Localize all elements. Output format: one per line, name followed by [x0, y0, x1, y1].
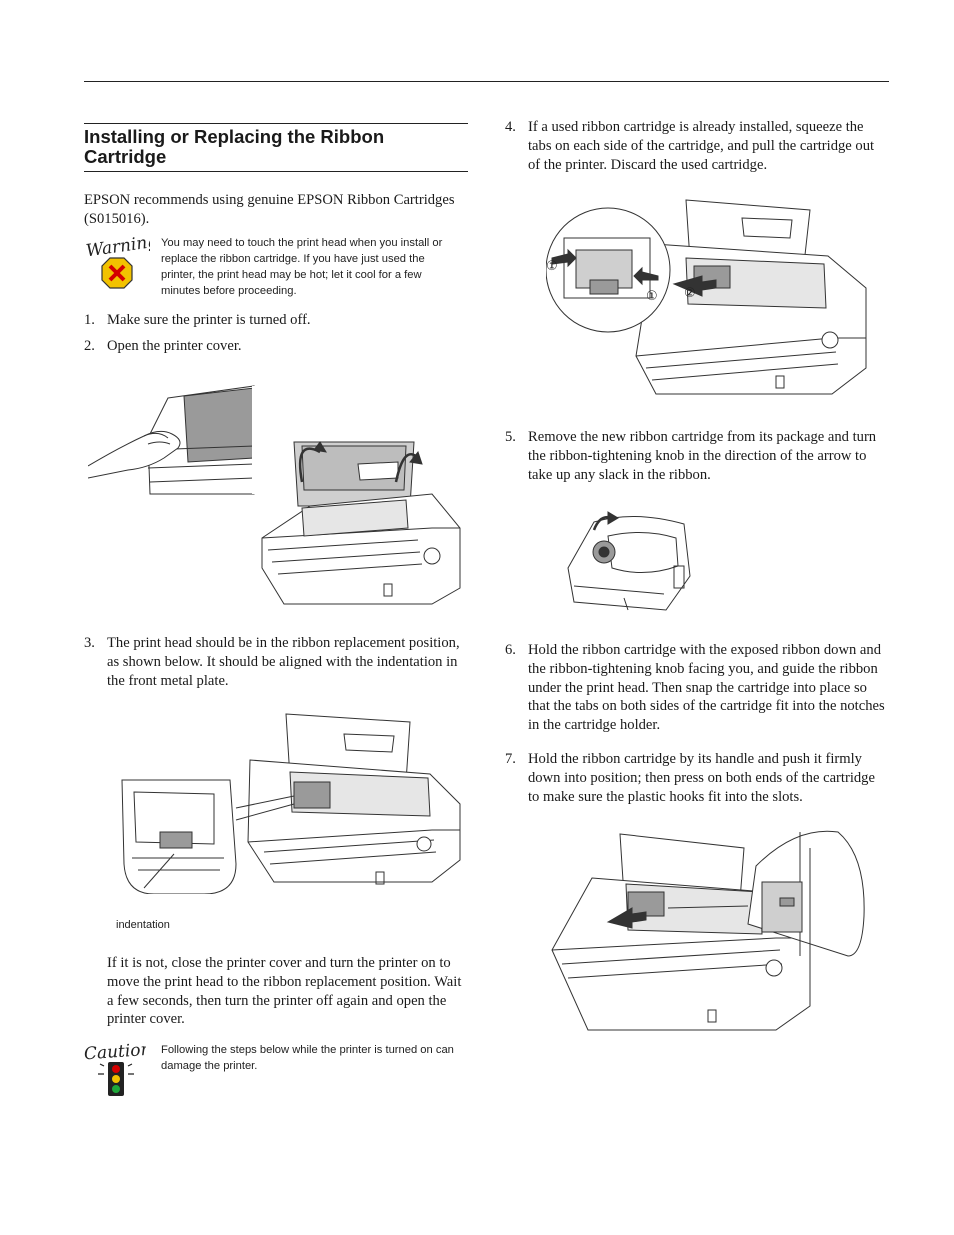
caution-icon: Caution	[84, 1038, 146, 1100]
intro-text: EPSON recommends using genuine EPSON Rib…	[84, 192, 455, 227]
callout-1-left: ①	[546, 258, 558, 273]
section-heading: Installing or Replacing the Ribbon Cartr…	[84, 123, 468, 172]
warning-script-label: Warning	[85, 234, 150, 261]
warning-icon: Warning	[84, 234, 150, 290]
figure-print-head-position	[114, 712, 464, 894]
top-rule	[84, 81, 889, 82]
callout-1-right: ①	[646, 288, 658, 303]
figure-open-cover	[88, 378, 468, 610]
figure-remove-cartridge	[546, 198, 870, 398]
figure-ribbon-cartridge	[564, 506, 696, 614]
caution-text: Following the steps below while the prin…	[161, 1044, 454, 1072]
caution-script-label: Caution	[84, 1040, 146, 1065]
warning-text: You may need to touch the print head whe…	[161, 237, 443, 297]
step-3-followup: If it is not, close the printer cover an…	[107, 955, 462, 1028]
callout-2: ②	[684, 285, 696, 300]
indentation-label: indentation	[116, 919, 170, 931]
figure-install-cartridge	[548, 826, 868, 1034]
